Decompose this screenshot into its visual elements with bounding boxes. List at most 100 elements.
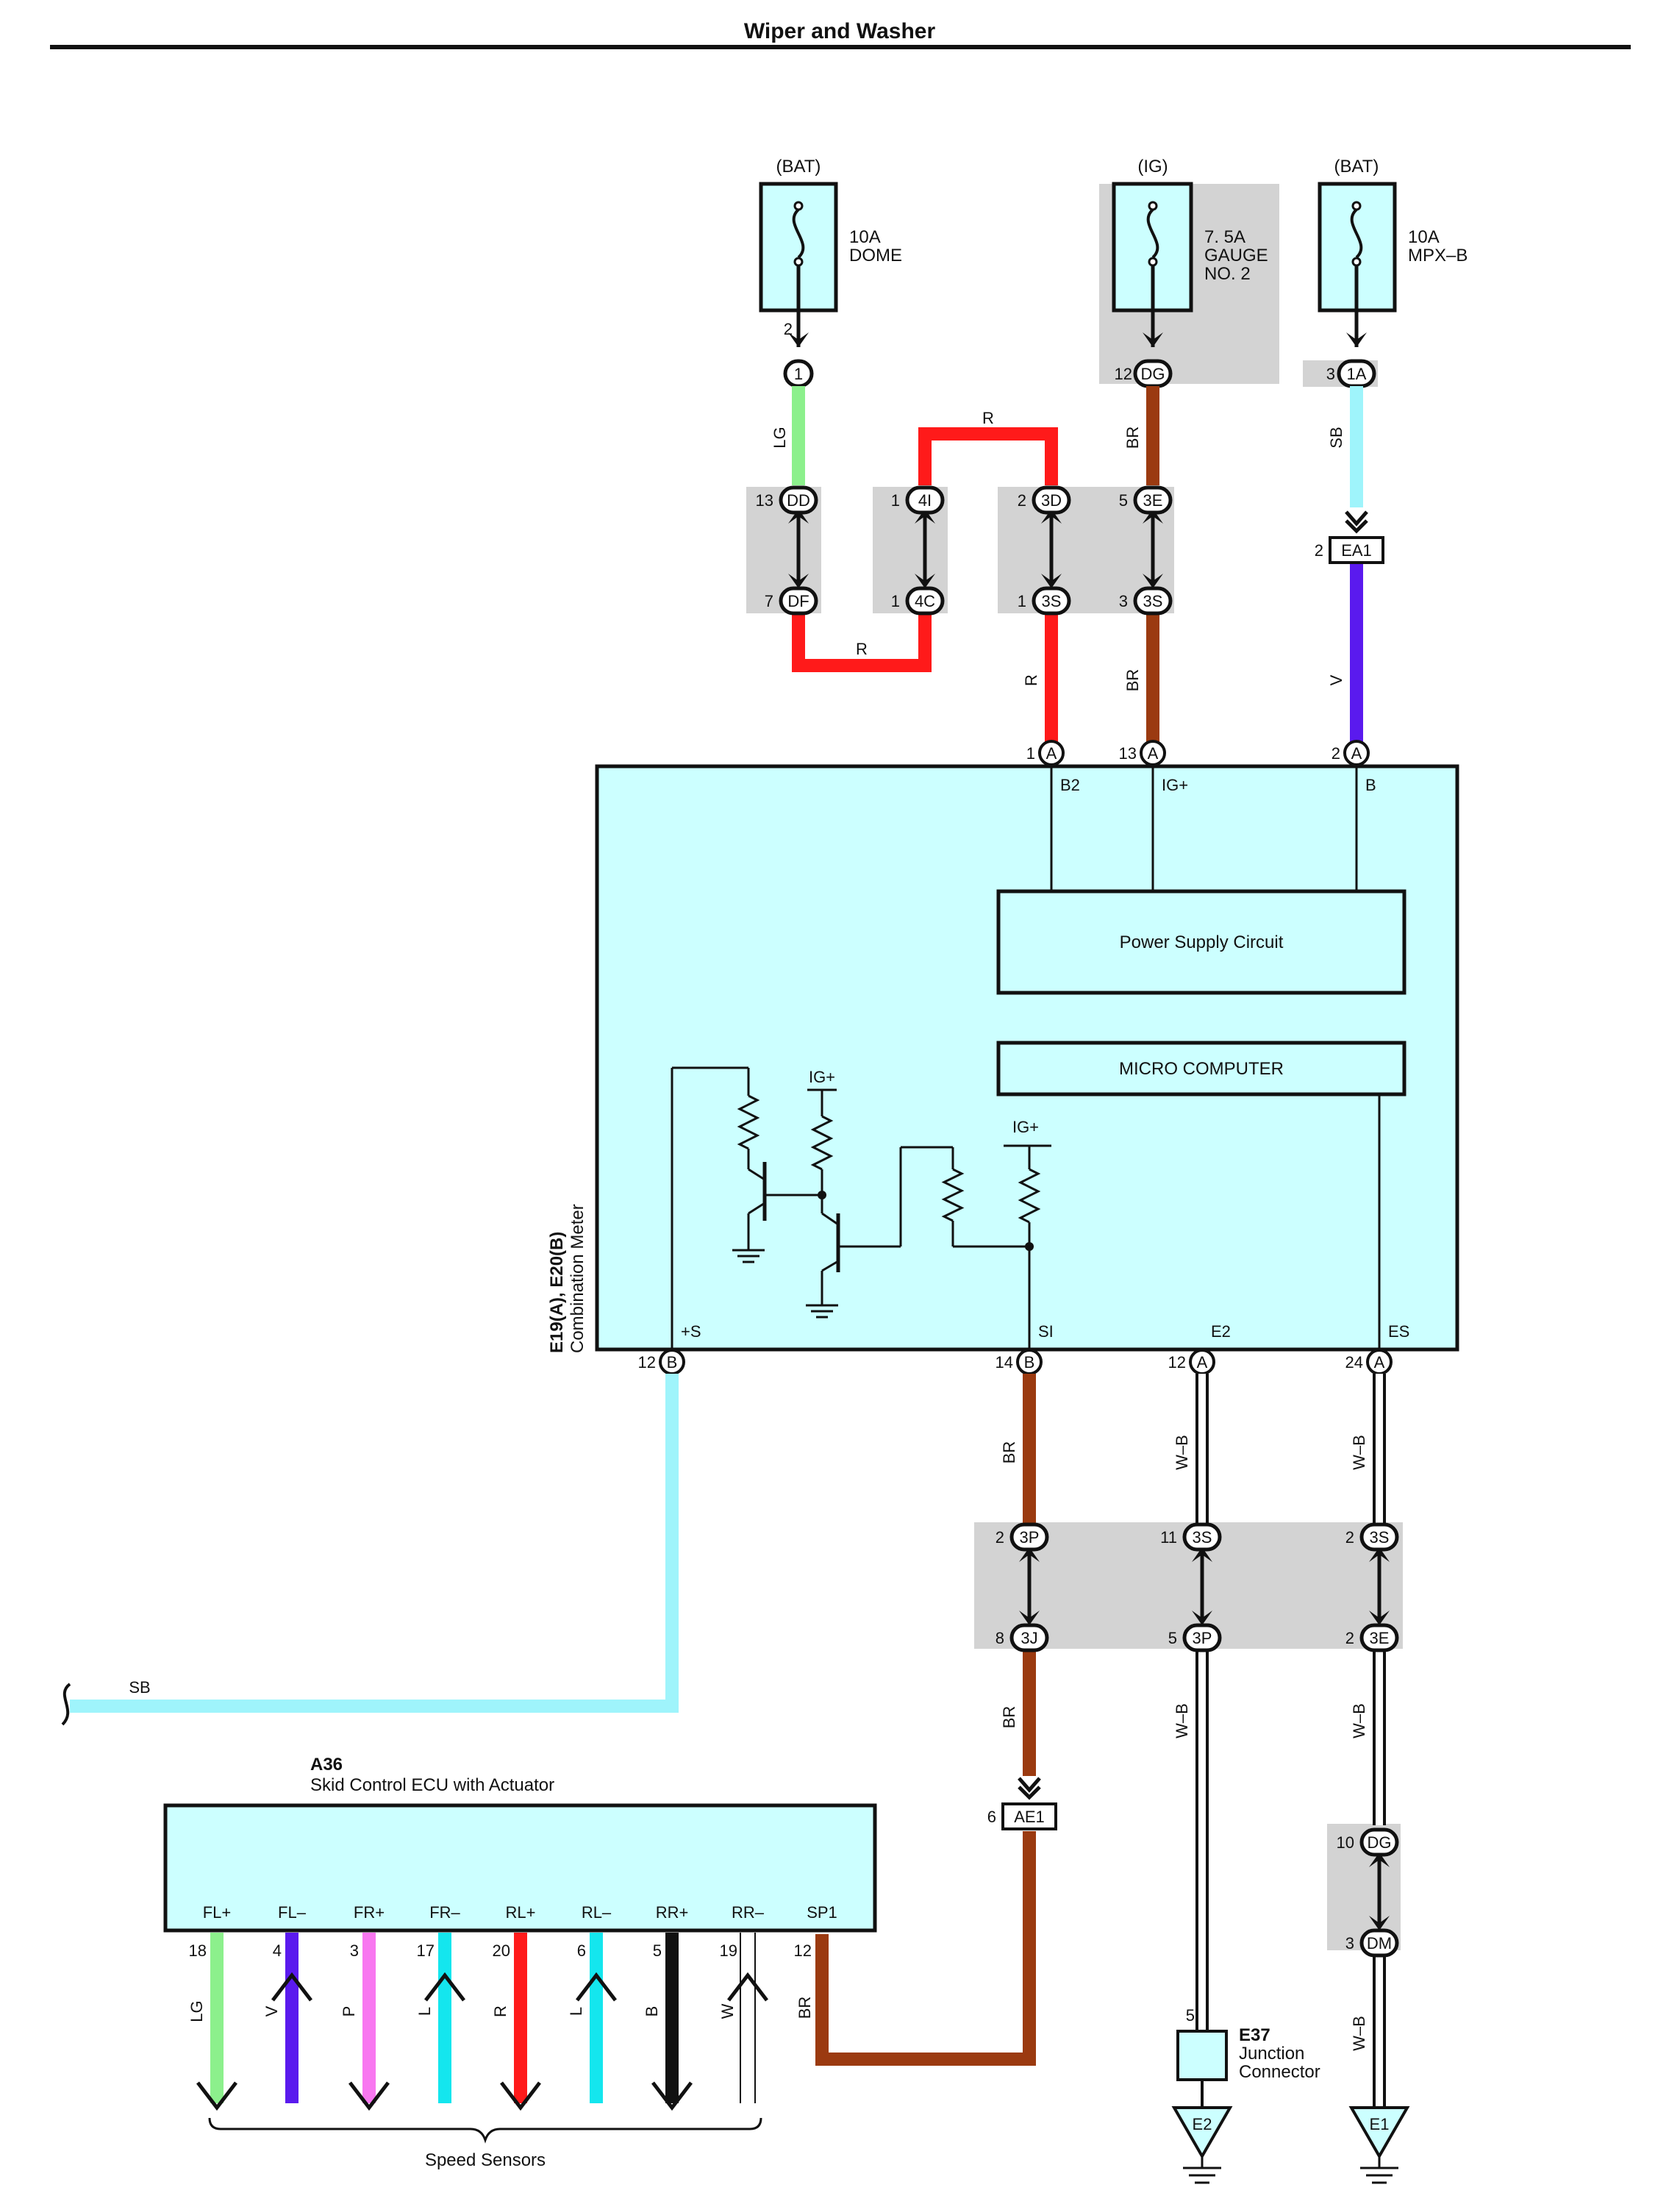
wire-sb-break (61, 1683, 71, 1726)
fuse-1-element (1146, 208, 1159, 259)
mid-conn-0-bottom (1009, 1623, 1049, 1652)
top-conn-3-arrow-up (1143, 509, 1163, 524)
wire-sb-mpx-label: SB (1327, 427, 1345, 448)
meter-ref: E19(A), E20(B) (547, 1232, 567, 1353)
meter-top-pin-num-0: 1 (1026, 744, 1035, 763)
top-conn-0-top-pin: 13 (756, 491, 773, 510)
ground-E2-triangle (1171, 2106, 1233, 2160)
top-conn-0-arrow-up (788, 509, 809, 524)
top-conn-0-bottom (779, 586, 818, 616)
meter-bottom-pin-num-2: 12 (1168, 1353, 1186, 1372)
ecu-pin-6-wire-label: B (643, 2006, 661, 2017)
ea1-box-label: EA1 (1341, 541, 1372, 560)
ecu-pin-0-arrow (196, 2081, 237, 2111)
top-conn-2-top (1032, 485, 1071, 515)
fuse-0-element (792, 208, 805, 259)
top-conn-1-arrow-up (915, 509, 935, 524)
ea1-chevron-b (1345, 519, 1368, 534)
micro-computer-box (996, 1041, 1406, 1096)
fuse-1-arrow (1143, 332, 1163, 347)
mid-conn-0-bottom-label: 3J (1020, 1629, 1037, 1647)
junction-e37-box (1176, 2030, 1228, 2081)
junction-e37-name-1: Connector (1239, 2062, 1320, 2082)
speed-sensors-brace (208, 2117, 762, 2144)
micro-computer-label: MICRO COMPUTER (1119, 1059, 1284, 1079)
ecu-pin-1-num: 4 (273, 1941, 282, 1960)
top-conn-1-bottom-pin: 1 (891, 592, 900, 610)
meter-bottom-pin-label-2: E2 (1211, 1322, 1231, 1341)
meter-bottom-pin-0-label: B (667, 1353, 678, 1372)
meter-top-pin-2 (1343, 740, 1370, 766)
fuse-1-term-top (1148, 201, 1158, 211)
q2-emitter (821, 1260, 839, 1272)
speed-sensors-label: Speed Sensors (425, 2150, 546, 2170)
wire-br-ae1-label: BR (1000, 1706, 1018, 1729)
ea1-pin: 2 (1315, 541, 1323, 560)
top-conn-3-top-pin: 5 (1119, 491, 1128, 510)
ecu-pin-8-label: SP1 (807, 1903, 837, 1922)
fuse-1-term-bottom (1148, 257, 1158, 267)
fuse-0-arrow (788, 332, 809, 347)
ecu-box (163, 1803, 877, 1933)
top-conn-2-top-label: 3D (1041, 491, 1062, 510)
meter-top-pin-0-label: A (1046, 744, 1057, 763)
top-conn-2-arrow-down (1041, 574, 1062, 588)
meter-bottom-pin-3-label: A (1374, 1353, 1385, 1372)
meter-top-pin-num-1: 13 (1119, 744, 1137, 763)
wire-r-loop-label-top: R (982, 409, 994, 427)
power-supply-label: Power Supply Circuit (1120, 932, 1284, 952)
wire-br-si-label: BR (1000, 1441, 1018, 1464)
ecu-pin-2-label: FR+ (354, 1903, 385, 1922)
ecu-pin-7-arrow (727, 1972, 768, 2002)
q1-collector (748, 1168, 765, 1181)
ae1-pin: 6 (987, 1808, 996, 1826)
top-conn-0-top-label: DD (787, 491, 810, 510)
mid-conn-1-bottom-pin: 5 (1168, 1629, 1177, 1647)
conn-dg-top-pin: 12 (1115, 365, 1132, 383)
resistor-3 (941, 1168, 965, 1222)
wire-wb-e1-c-label: W–B (1350, 2016, 1368, 2051)
mid-conn-0-bottom-pin: 8 (996, 1629, 1004, 1647)
ecu-pin-5-num: 6 (577, 1941, 586, 1960)
top-conn-3-bottom (1133, 586, 1173, 616)
ecu-pin-5-arrow (576, 1972, 617, 2002)
top-conn-1-top-pin: 1 (891, 491, 900, 510)
meter-top-pin-1 (1140, 740, 1166, 766)
meter-bottom-pin-label-3: ES (1388, 1322, 1409, 1341)
meter-bottom-pin-2-label: A (1197, 1353, 1208, 1372)
meter-top-pin-2-label: A (1351, 744, 1362, 763)
mid-conn-2-top-pin: 2 (1345, 1528, 1354, 1547)
mid-conn-2-top-label: 3S (1370, 1528, 1390, 1547)
mid-conn-1-top-pin: 11 (1160, 1528, 1177, 1547)
ecu-pin-7-label: RR– (732, 1903, 765, 1922)
ecu-pin-3-label: FR– (429, 1903, 460, 1922)
meter-top-pin-num-2: 2 (1332, 744, 1340, 763)
ecu-pin-2-num: 3 (350, 1941, 359, 1960)
fuse-2-arrow (1346, 332, 1367, 347)
meter-bottom-pin-num-3: 24 (1345, 1353, 1363, 1372)
ae1-chevron-b (1018, 1786, 1041, 1800)
top-conn-1-top (905, 485, 945, 515)
mid-conn-1-bottom (1182, 1623, 1222, 1652)
wire-br-ig-meter-label: BR (1123, 669, 1142, 692)
mid-conn-1-top (1182, 1522, 1222, 1552)
ecu-pin-3-wire-label: L (415, 2007, 434, 2016)
meter-bottom-pin-1-label: B (1024, 1353, 1035, 1372)
wire-sb-speed-label: SB (129, 1678, 150, 1697)
ecu-pin-4-num: 20 (493, 1941, 510, 1960)
mid-conn-2-bottom-pin: 2 (1345, 1629, 1354, 1647)
meter-bottom-pin-label-1: SI (1038, 1322, 1054, 1341)
wire-lg-label: LG (771, 427, 789, 448)
conn-1-label: 1 (794, 365, 803, 383)
top-conn-0-top (779, 485, 818, 515)
fuse-0-pin: 2 (784, 320, 793, 338)
conn-dg-top-label: DG (1141, 365, 1165, 383)
wire-br-sp1-label: BR (796, 1997, 814, 2019)
top-conn-2-top-pin: 2 (1018, 491, 1026, 510)
power-supply-box (996, 889, 1406, 995)
fuse-0-source: (BAT) (776, 157, 821, 176)
meter-top-pin-1-label: A (1148, 744, 1159, 763)
ecu-pin-1-wire-label: V (262, 2005, 281, 2016)
ae1-chevron-a (1018, 1777, 1041, 1793)
